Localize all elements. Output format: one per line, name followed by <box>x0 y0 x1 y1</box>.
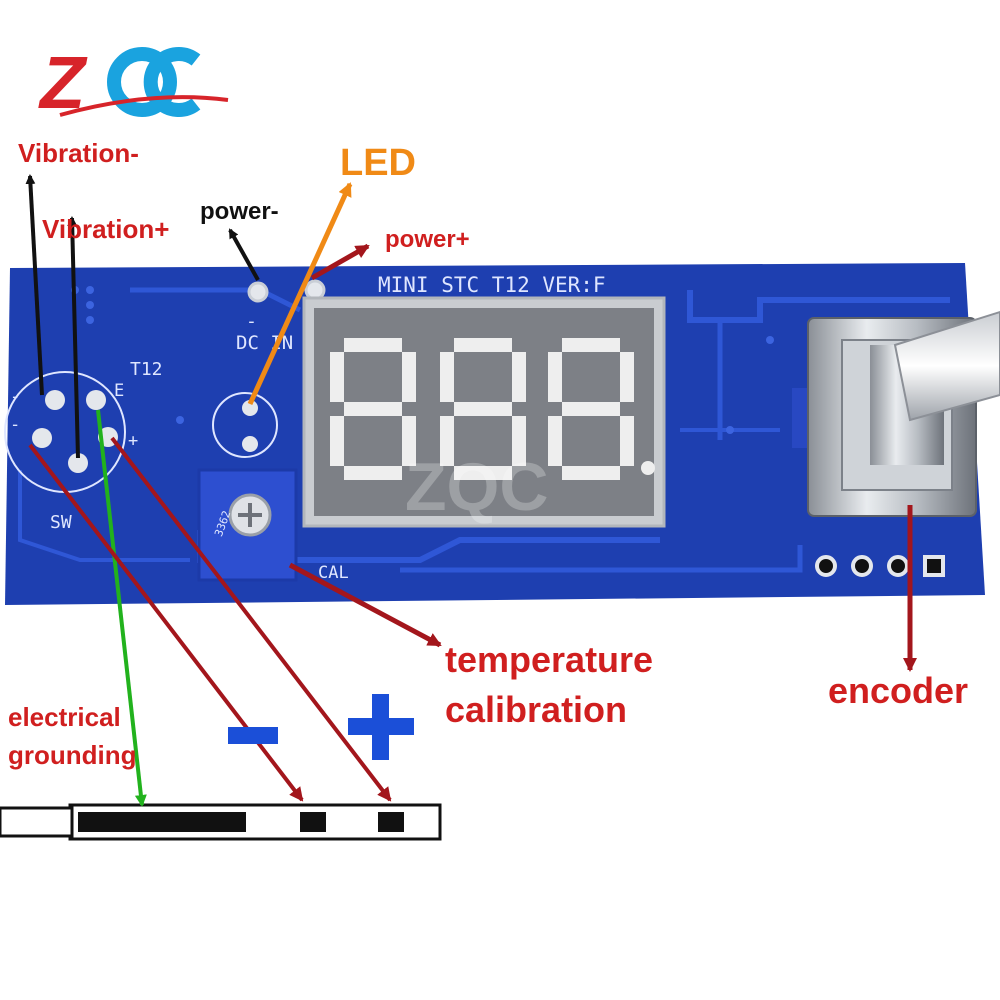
pin-minus2-label: - <box>10 415 20 435</box>
vibration-minus-label: Vibration- <box>18 138 139 168</box>
encoder-label: encoder <box>828 670 968 711</box>
digit-1-segment-5 <box>402 352 416 402</box>
digit-3-segment-7 <box>620 416 634 466</box>
watermark-logo: ZQC <box>405 449 549 525</box>
led-arrow <box>247 182 353 406</box>
power-minus-arrow <box>228 228 260 281</box>
t12-tip-icon <box>0 803 442 841</box>
grounding-arrow <box>96 409 147 807</box>
cal-label: CAL <box>318 563 349 583</box>
digit-3-segment-4 <box>548 352 562 402</box>
pin-e-label: E <box>114 381 124 401</box>
digit-2-segment-4 <box>440 352 454 402</box>
digit-2-segment-2 <box>454 402 512 416</box>
minus-sign-icon <box>228 727 278 744</box>
digit-3-segment-1 <box>562 338 620 352</box>
plus-sign-icon <box>348 694 414 760</box>
plus-arrow <box>110 436 392 802</box>
digit-3-segment-3 <box>562 466 620 480</box>
power-plus-label: power+ <box>385 226 470 253</box>
handle-connector: T12 SW E + - - <box>4 359 163 533</box>
pin-minus-label: - <box>10 387 20 407</box>
power-plus-pad <box>304 279 326 301</box>
vibration-plus-arrow <box>67 216 80 459</box>
dc-in-label: DC IN <box>236 332 293 354</box>
digit-3-segment-5 <box>620 352 634 402</box>
temperature-calibration-arrow <box>288 562 442 648</box>
digit-2-segment-1 <box>454 338 512 352</box>
vibration-plus-label: Vibration+ <box>42 214 169 244</box>
logo-icon: Z <box>38 41 229 124</box>
digit-1-segment-3 <box>344 466 402 480</box>
grounding-label-line1: electrical <box>8 702 121 732</box>
pin-plus-label: + <box>128 431 138 451</box>
power-plus-arrow <box>310 243 370 281</box>
encoder-pins <box>815 555 945 577</box>
digit-1-segment-4 <box>330 352 344 402</box>
power-minus-label: power- <box>200 198 279 225</box>
digit-1-segment-2 <box>344 402 402 416</box>
silkscreen-title: MINI STC T12 VER:F <box>378 273 606 297</box>
digit-1-segment-1 <box>344 338 402 352</box>
arrows <box>25 174 917 807</box>
dc-minus-label: - <box>246 311 257 332</box>
pcb-board: MINI STC T12 VER:F DC IN - T12 SW E + - … <box>4 263 1000 605</box>
digit-1-segment-7 <box>402 416 416 466</box>
led-label: LED <box>340 142 416 184</box>
rotary-encoder-icon <box>792 310 1000 517</box>
led-component <box>212 392 278 458</box>
seven-segment-display-icon <box>302 296 666 528</box>
digit-2-segment-6 <box>440 416 454 466</box>
t12-silk-label: T12 <box>130 359 163 380</box>
digit-2-segment-3 <box>454 466 512 480</box>
grounding-label-line2: grounding <box>8 740 137 770</box>
digit-2-segment-7 <box>512 416 526 466</box>
vibration-minus-arrow <box>25 174 44 396</box>
digit-3-segment-2 <box>562 402 620 416</box>
sw-silk-label: SW <box>50 512 72 533</box>
potentiometer-icon: 3362 <box>197 468 298 582</box>
temperature-label-line2: calibration <box>445 689 627 730</box>
digit-1-segment-6 <box>330 416 344 466</box>
digit-2-segment-5 <box>512 352 526 402</box>
temperature-label-line1: temperature <box>445 639 653 680</box>
digit-3-segment-6 <box>548 416 562 466</box>
power-minus-pad <box>247 281 269 303</box>
